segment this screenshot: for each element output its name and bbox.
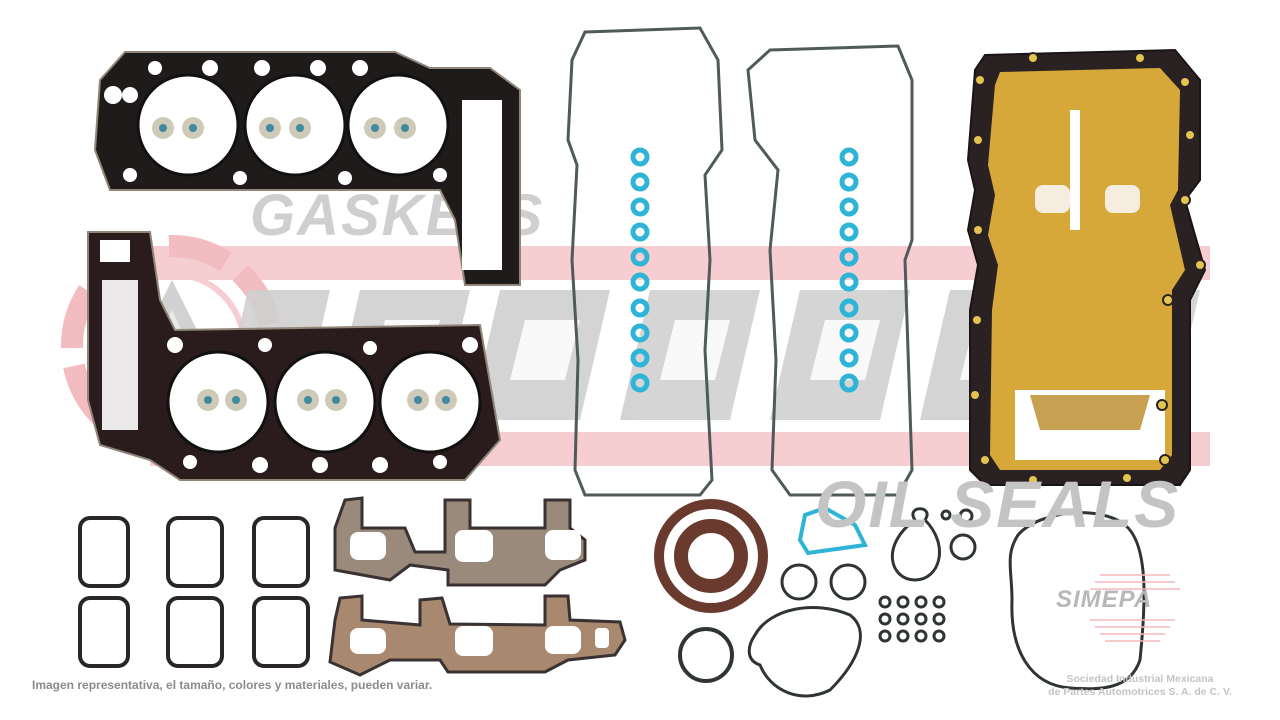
spark-plug-tube-seals xyxy=(630,147,859,393)
simepa-company-line2: de Partes Automotrices S. A. de C. V. xyxy=(1048,686,1232,698)
valve-stem-seals-bottom xyxy=(197,389,457,411)
o-rings-misc xyxy=(678,505,1146,698)
valve-cover-gasket-right xyxy=(746,44,914,497)
exhaust-manifold-gasket-bottom xyxy=(328,594,627,677)
simepa-logo-text: SIMEPA xyxy=(1056,586,1153,613)
small-o-rings-grid xyxy=(878,595,946,643)
valve-cover-gasket-left xyxy=(566,26,724,497)
watermark-oil-seals-text: OIL SEALS xyxy=(815,467,1181,541)
disclaimer-text: Imagen representativa, el tamaño, colore… xyxy=(32,678,433,692)
crankshaft-seals xyxy=(654,499,768,613)
cylinder-head-gasket-bottom xyxy=(87,231,502,481)
intake-manifold-gaskets xyxy=(78,516,310,668)
cylinder-head-gasket-top xyxy=(93,51,521,286)
valve-stem-seals-top xyxy=(152,117,416,139)
oil-pan-gasket xyxy=(966,48,1207,486)
exhaust-manifold-gasket-top xyxy=(333,496,587,587)
simepa-company-line1: Sociedad Industrial Mexicana xyxy=(1066,673,1214,685)
simepa-logo-graphic xyxy=(1090,574,1180,642)
